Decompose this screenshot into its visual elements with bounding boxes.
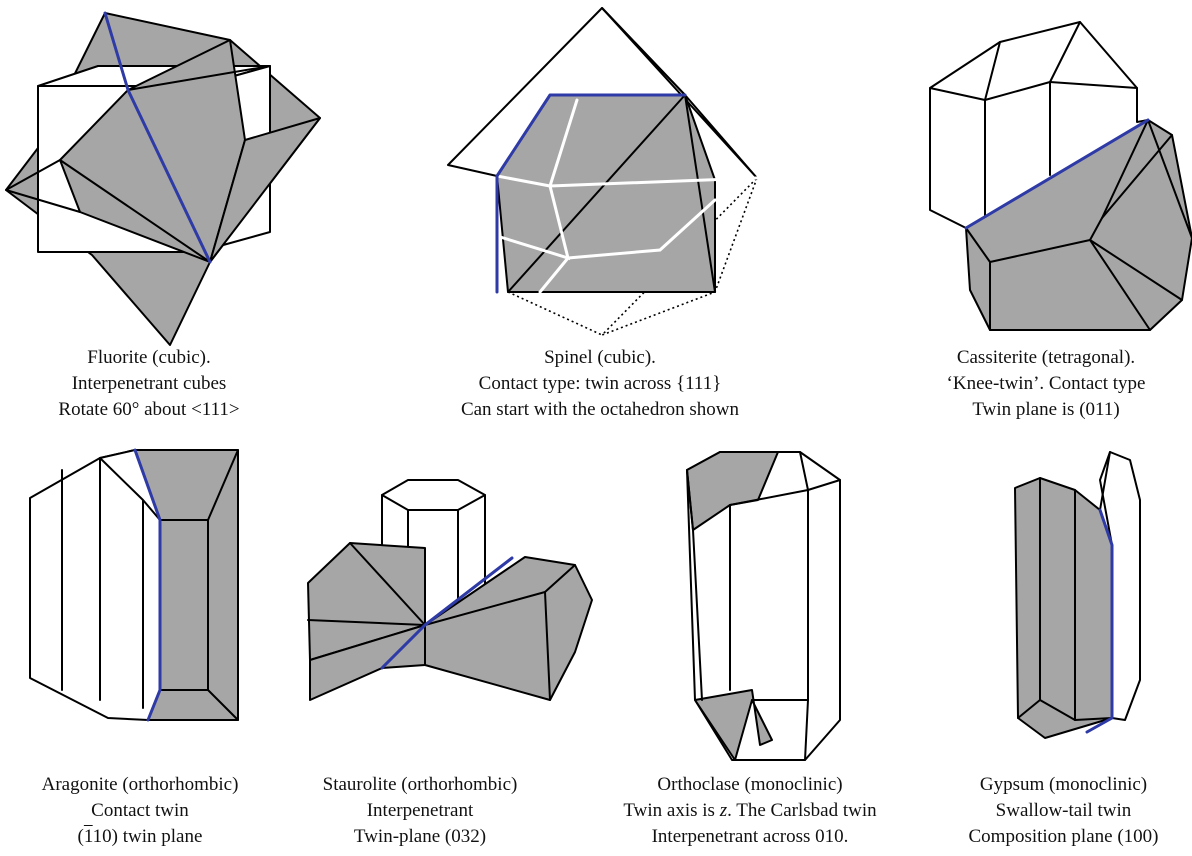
- gypsum-grey-crystal: [1015, 478, 1112, 738]
- spinel-caption: Spinel (cubic). Contact type: twin acros…: [380, 345, 820, 423]
- orthoclase-drawing: [687, 452, 840, 760]
- cassiterite-caption-line-1: Cassiterite (tetragonal).: [900, 345, 1192, 371]
- aragonite-miller-index-rest: 10) twin plane: [93, 826, 203, 847]
- cassiterite-caption-line-3: Twin plane is (011): [900, 397, 1192, 423]
- spinel-hidden-edge-bottom: [508, 292, 602, 335]
- fluorite-caption-line-3: Rotate 60° about <111>: [0, 397, 298, 423]
- cassiterite-caption-line-2: ‘Knee-twin’. Contact type: [900, 371, 1192, 397]
- spinel-caption-line-3: Can start with the octahedron shown: [380, 397, 820, 423]
- staurolite-caption-line-2: Interpenetrant: [280, 798, 560, 824]
- aragonite-miller-index-bar: 1: [84, 826, 93, 847]
- aragonite-drawing: [30, 450, 238, 720]
- spinel-caption-line-2: Contact type: twin across {111}: [380, 371, 820, 397]
- gypsum-caption: Gypsum (monoclinic) Swallow-tail twin Co…: [935, 772, 1192, 850]
- gypsum-caption-line-1: Gypsum (monoclinic): [935, 772, 1192, 798]
- orthoclase-caption-text-a: Twin axis is: [623, 800, 715, 821]
- orthoclase-caption-axis: z: [720, 800, 727, 821]
- fluorite-caption-line-2: Interpenetrant cubes: [0, 371, 298, 397]
- spinel-drawing: [448, 8, 757, 335]
- orthoclase-caption: Orthoclase (monoclinic) Twin axis is z. …: [570, 772, 930, 850]
- gypsum-caption-line-2: Swallow-tail twin: [935, 798, 1192, 824]
- cassiterite-caption: Cassiterite (tetragonal). ‘Knee-twin’. C…: [900, 345, 1192, 423]
- gypsum-caption-line-3: Composition plane (100): [935, 824, 1192, 850]
- aragonite-caption-line-3: (110) twin plane: [0, 824, 280, 850]
- staurolite-caption-line-3: Twin-plane (032): [280, 824, 560, 850]
- aragonite-caption-line-1: Aragonite (orthorhombic): [0, 772, 280, 798]
- orthoclase-caption-line-1: Orthoclase (monoclinic): [570, 772, 930, 798]
- aragonite-caption-line-2: Contact twin: [0, 798, 280, 824]
- fluorite-caption: Fluorite (cubic). Interpenetrant cubes R…: [0, 345, 298, 423]
- orthoclase-caption-line-2: Twin axis is z. The Carlsbad twin: [570, 798, 930, 824]
- gypsum-drawing: [1015, 452, 1140, 738]
- aragonite-caption: Aragonite (orthorhombic) Contact twin (1…: [0, 772, 280, 850]
- orthoclase-caption-line-3: Interpenetrant across 010.: [570, 824, 930, 850]
- fluorite-drawing: [6, 13, 320, 345]
- staurolite-caption-line-1: Staurolite (orthorhombic): [280, 772, 560, 798]
- staurolite-caption: Staurolite (orthorhombic) Interpenetrant…: [280, 772, 560, 850]
- orthoclase-caption-text-b: . The Carlsbad twin: [727, 800, 877, 821]
- spinel-caption-line-1: Spinel (cubic).: [380, 345, 820, 371]
- cassiterite-drawing: [930, 22, 1192, 330]
- staurolite-drawing: [308, 480, 592, 700]
- fluorite-caption-line-1: Fluorite (cubic).: [0, 345, 298, 371]
